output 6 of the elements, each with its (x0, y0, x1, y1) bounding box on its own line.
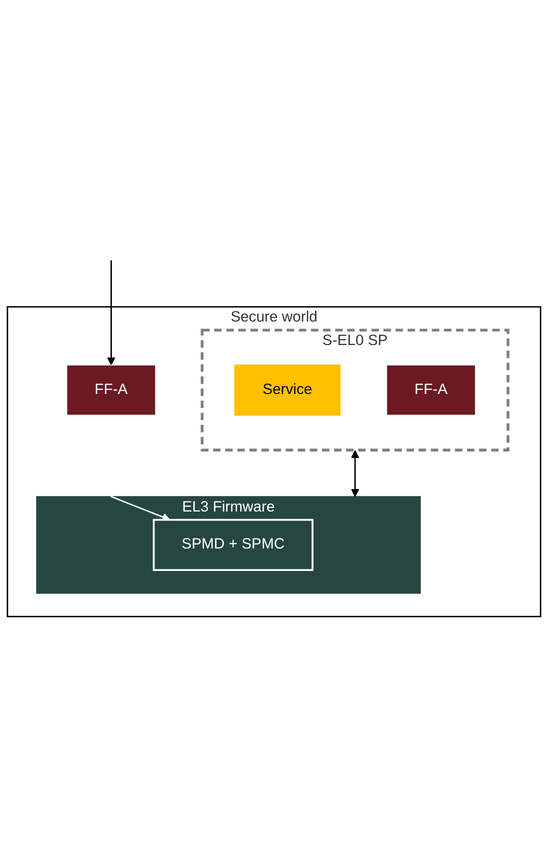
arrow (107, 260, 116, 366)
node-box: SPMD + SPMC (152, 518, 314, 571)
node-box: FF-A (386, 364, 476, 416)
node-box: FF-A (66, 364, 156, 416)
arrow (350, 450, 360, 497)
node-box: Service (234, 364, 341, 416)
